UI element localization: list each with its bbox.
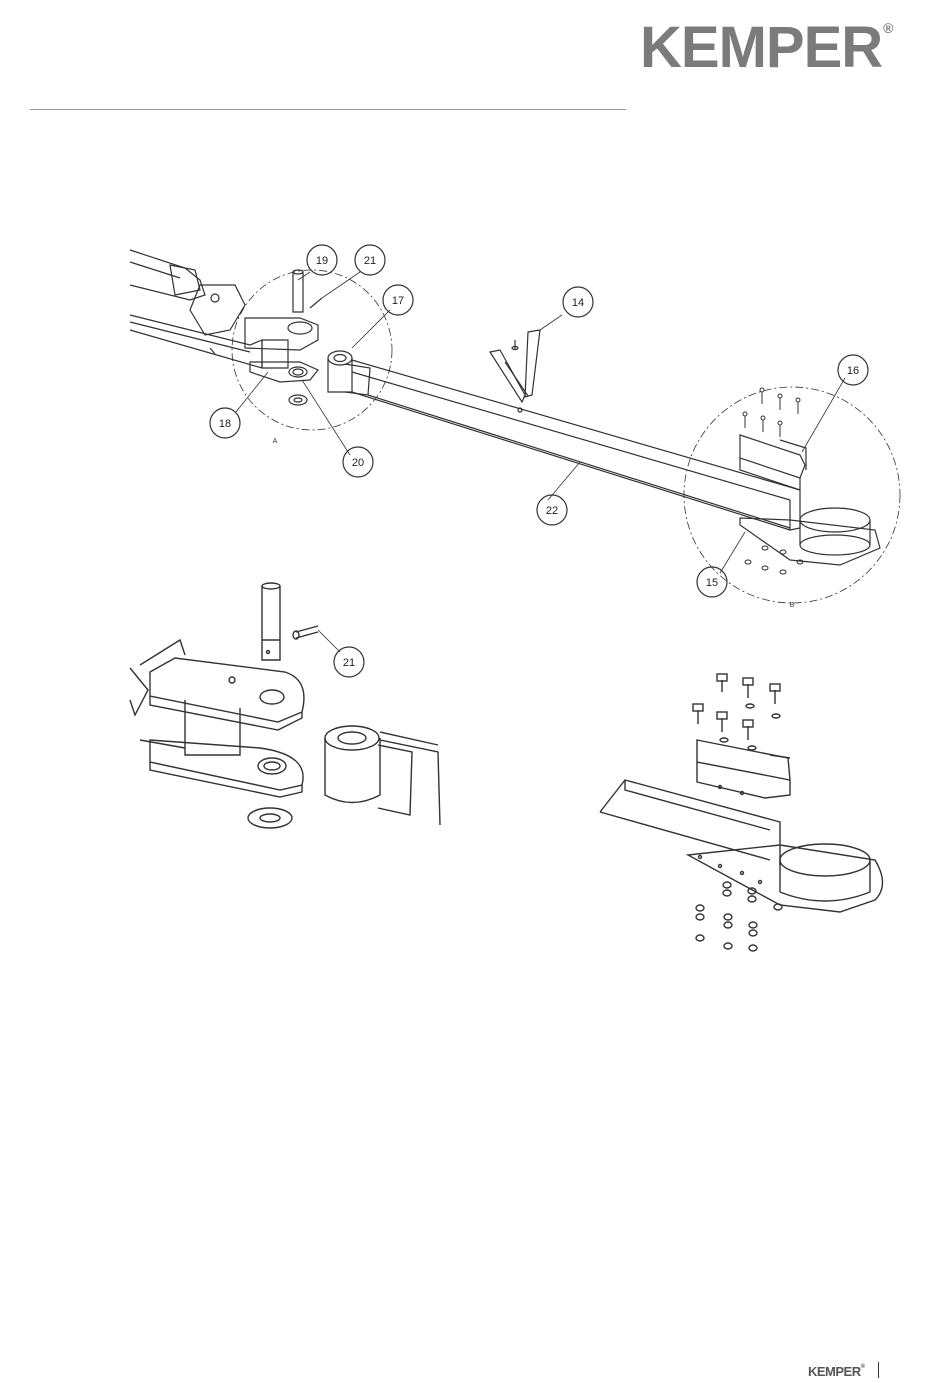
washer-20 bbox=[289, 395, 307, 405]
callout-14: 14 bbox=[572, 297, 584, 309]
callout-15: 15 bbox=[706, 577, 718, 589]
flange-15 bbox=[740, 508, 880, 565]
pin-19 bbox=[293, 270, 303, 312]
detail-a-callout-21: 21 bbox=[343, 657, 355, 669]
hanger-14 bbox=[490, 330, 540, 402]
footer-logo-mark: ® bbox=[861, 1364, 865, 1370]
callout-labels: 19 21 17 14 16 18 20 22 15 A B 21 bbox=[219, 255, 859, 669]
callout-16: 16 bbox=[847, 365, 859, 377]
beam-22 bbox=[328, 351, 800, 530]
detail-circle-a bbox=[232, 270, 392, 430]
callout-21: 21 bbox=[364, 255, 376, 267]
footer-logo: KEMPER® bbox=[808, 1364, 865, 1379]
callout-17: 17 bbox=[392, 295, 404, 307]
detail-label-a: A bbox=[273, 438, 278, 445]
footer-logo-text: KEMPER bbox=[808, 1364, 861, 1379]
callout-18: 18 bbox=[219, 418, 231, 430]
detail-circle-b bbox=[684, 387, 900, 603]
leader-lines bbox=[236, 272, 845, 573]
footer-divider bbox=[878, 1362, 879, 1378]
detail-b-view bbox=[600, 674, 883, 951]
detail-label-b: B bbox=[790, 602, 795, 609]
bolts-16 bbox=[743, 388, 800, 437]
left-arm-lower bbox=[130, 315, 318, 382]
callout-19: 19 bbox=[316, 255, 328, 267]
left-arm-upper bbox=[130, 250, 245, 335]
bolt-21 bbox=[310, 298, 322, 308]
detail-a-view bbox=[130, 583, 440, 828]
callout-20: 20 bbox=[352, 457, 364, 469]
callout-22: 22 bbox=[546, 505, 558, 517]
